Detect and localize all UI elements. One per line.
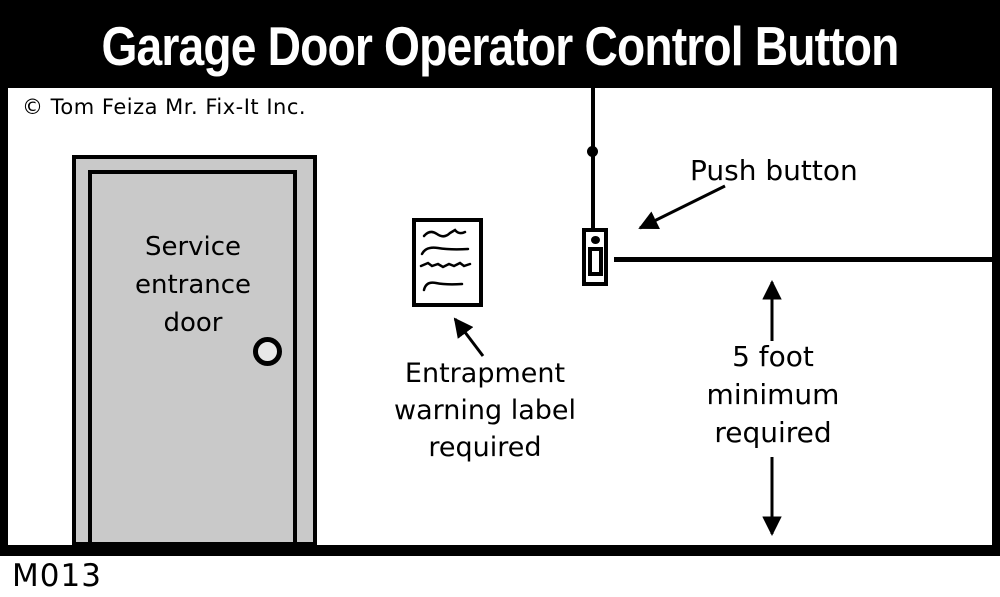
diagram-code: M013	[12, 558, 102, 594]
squiggle-line-4	[422, 281, 464, 292]
arrow-to-push-button	[638, 184, 726, 230]
push-button-label: Push button	[690, 154, 858, 187]
clearance-label: 5 foot minimum required	[706, 340, 840, 449]
floor-line	[0, 545, 1000, 556]
wall-border-left	[0, 88, 8, 556]
wall-border-right	[992, 88, 1000, 556]
entrapment-label-caption: Entrapment warning label required	[394, 358, 576, 463]
push-button-icon	[582, 228, 608, 286]
squiggle-line-3	[419, 261, 472, 269]
push-button-led-dot	[590, 236, 600, 244]
diagram-title: Garage Door Operator Control Button	[101, 15, 899, 77]
push-button-switch	[587, 247, 603, 276]
title-bar: Garage Door Operator Control Button	[0, 0, 1000, 88]
arrow-to-warning-label	[453, 317, 485, 357]
entrapment-warning-label-icon	[412, 218, 483, 307]
service-door-label: Service entrance door	[134, 232, 252, 338]
wire-junction-dot	[587, 146, 598, 157]
copyright-notice: © Tom Feiza Mr. Fix-It Inc.	[22, 95, 307, 119]
squiggle-line-2	[420, 246, 470, 256]
door-knob-icon	[253, 337, 282, 366]
squiggle-line-1	[422, 228, 467, 238]
label-squiggle-text	[419, 228, 472, 292]
control-wire	[591, 88, 595, 228]
mounting-height-line	[614, 257, 992, 262]
